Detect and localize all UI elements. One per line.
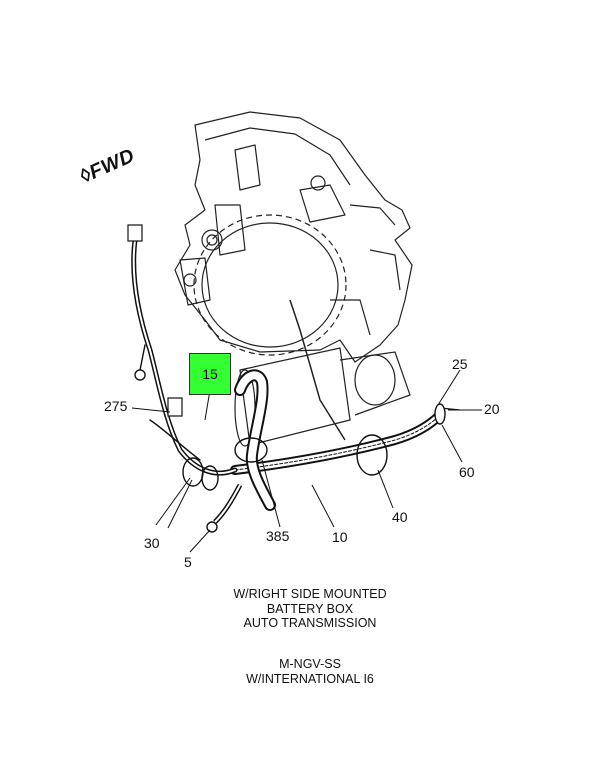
config-caption: W/RIGHT SIDE MOUNTED BATTERY BOX AUTO TR… — [160, 587, 460, 631]
callout-20[interactable]: 20 — [484, 401, 500, 417]
callout-25[interactable]: 25 — [452, 356, 468, 372]
callout-30[interactable]: 30 — [144, 535, 160, 551]
flywheel-housing — [174, 111, 413, 363]
ties-and-ground — [182, 434, 388, 533]
caption-line-3: AUTO TRANSMISSION — [243, 616, 377, 630]
callout-40[interactable]: 40 — [392, 509, 408, 525]
leader-lines — [131, 369, 482, 553]
model-caption: M-NGV-SS W/INTERNATIONAL I6 — [160, 657, 460, 686]
caption-line-1: W/RIGHT SIDE MOUNTED — [233, 587, 387, 601]
callout-385[interactable]: 385 — [266, 528, 290, 544]
callout-275[interactable]: 275 — [104, 398, 128, 414]
model-line-1: M-NGV-SS — [279, 657, 341, 671]
callout-10[interactable]: 10 — [332, 529, 348, 545]
caption-line-2: BATTERY BOX — [266, 601, 354, 616]
main-harness — [230, 403, 461, 475]
callout-5[interactable]: 5 — [184, 554, 192, 570]
model-line-2: W/INTERNATIONAL I6 — [246, 671, 374, 686]
callout-60[interactable]: 60 — [459, 464, 475, 480]
left-harness — [127, 224, 238, 476]
battery-cable — [234, 369, 276, 511]
callout-15-highlight[interactable]: 15 — [189, 353, 231, 395]
callout-15-label: 15 — [202, 366, 218, 382]
